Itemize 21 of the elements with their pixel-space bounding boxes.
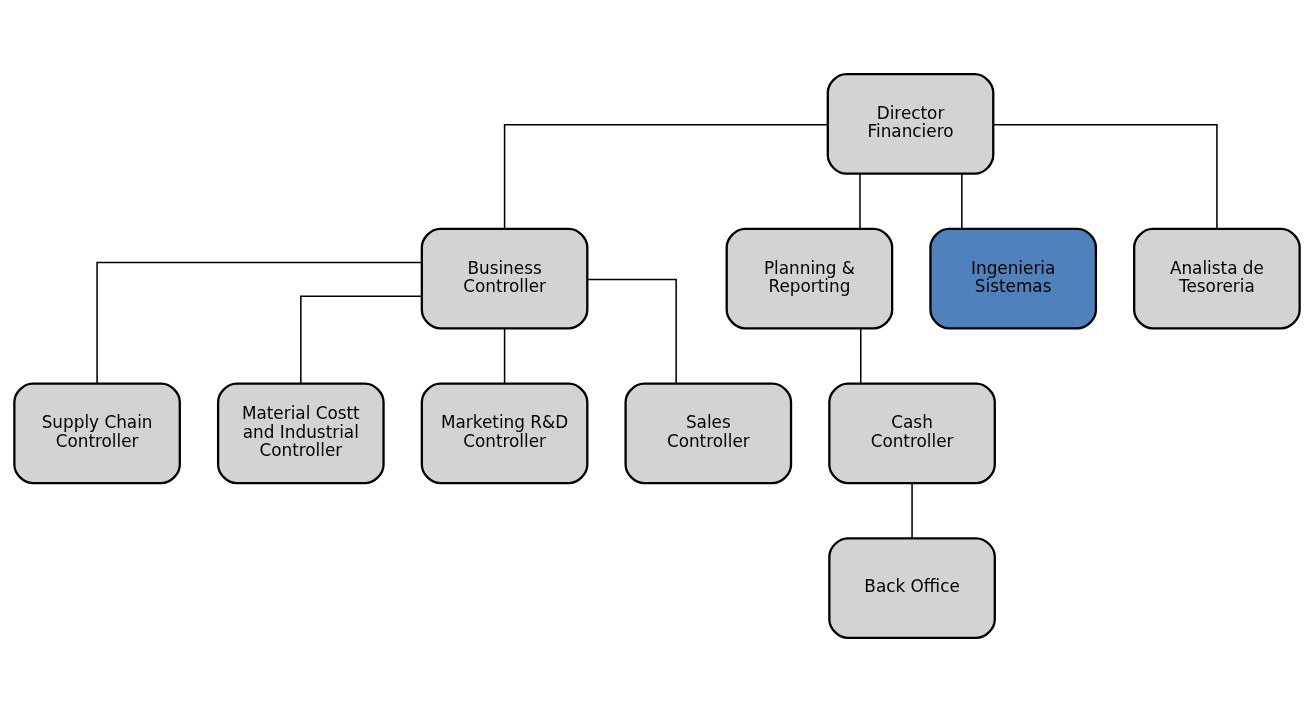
node-box: Material Costt and Industrial Controller: [216, 381, 385, 484]
connector: [859, 327, 862, 384]
connector: [503, 327, 506, 384]
connector: [586, 278, 677, 384]
connector: [503, 123, 829, 229]
node-box: Supply Chain Controller: [13, 381, 181, 484]
connector: [961, 172, 963, 229]
node-box: Ingenieria Sistemas: [929, 227, 1098, 330]
node-box: Back Office: [828, 536, 996, 639]
connector: [96, 261, 423, 384]
connector: [300, 295, 423, 384]
connector: [911, 481, 913, 539]
node-box: Analista de Tesoreria: [1133, 227, 1301, 330]
node-box: Cash Controller: [828, 381, 996, 484]
connector: [992, 123, 1218, 229]
node-box: Director Financiero: [826, 72, 995, 175]
connector: [859, 172, 861, 229]
node-box: Planning & Reporting: [725, 227, 894, 330]
node-box: Marketing R&D Controller: [420, 381, 589, 484]
node-box: Sales Controller: [624, 381, 793, 484]
node-box: Business Controller: [420, 227, 589, 330]
